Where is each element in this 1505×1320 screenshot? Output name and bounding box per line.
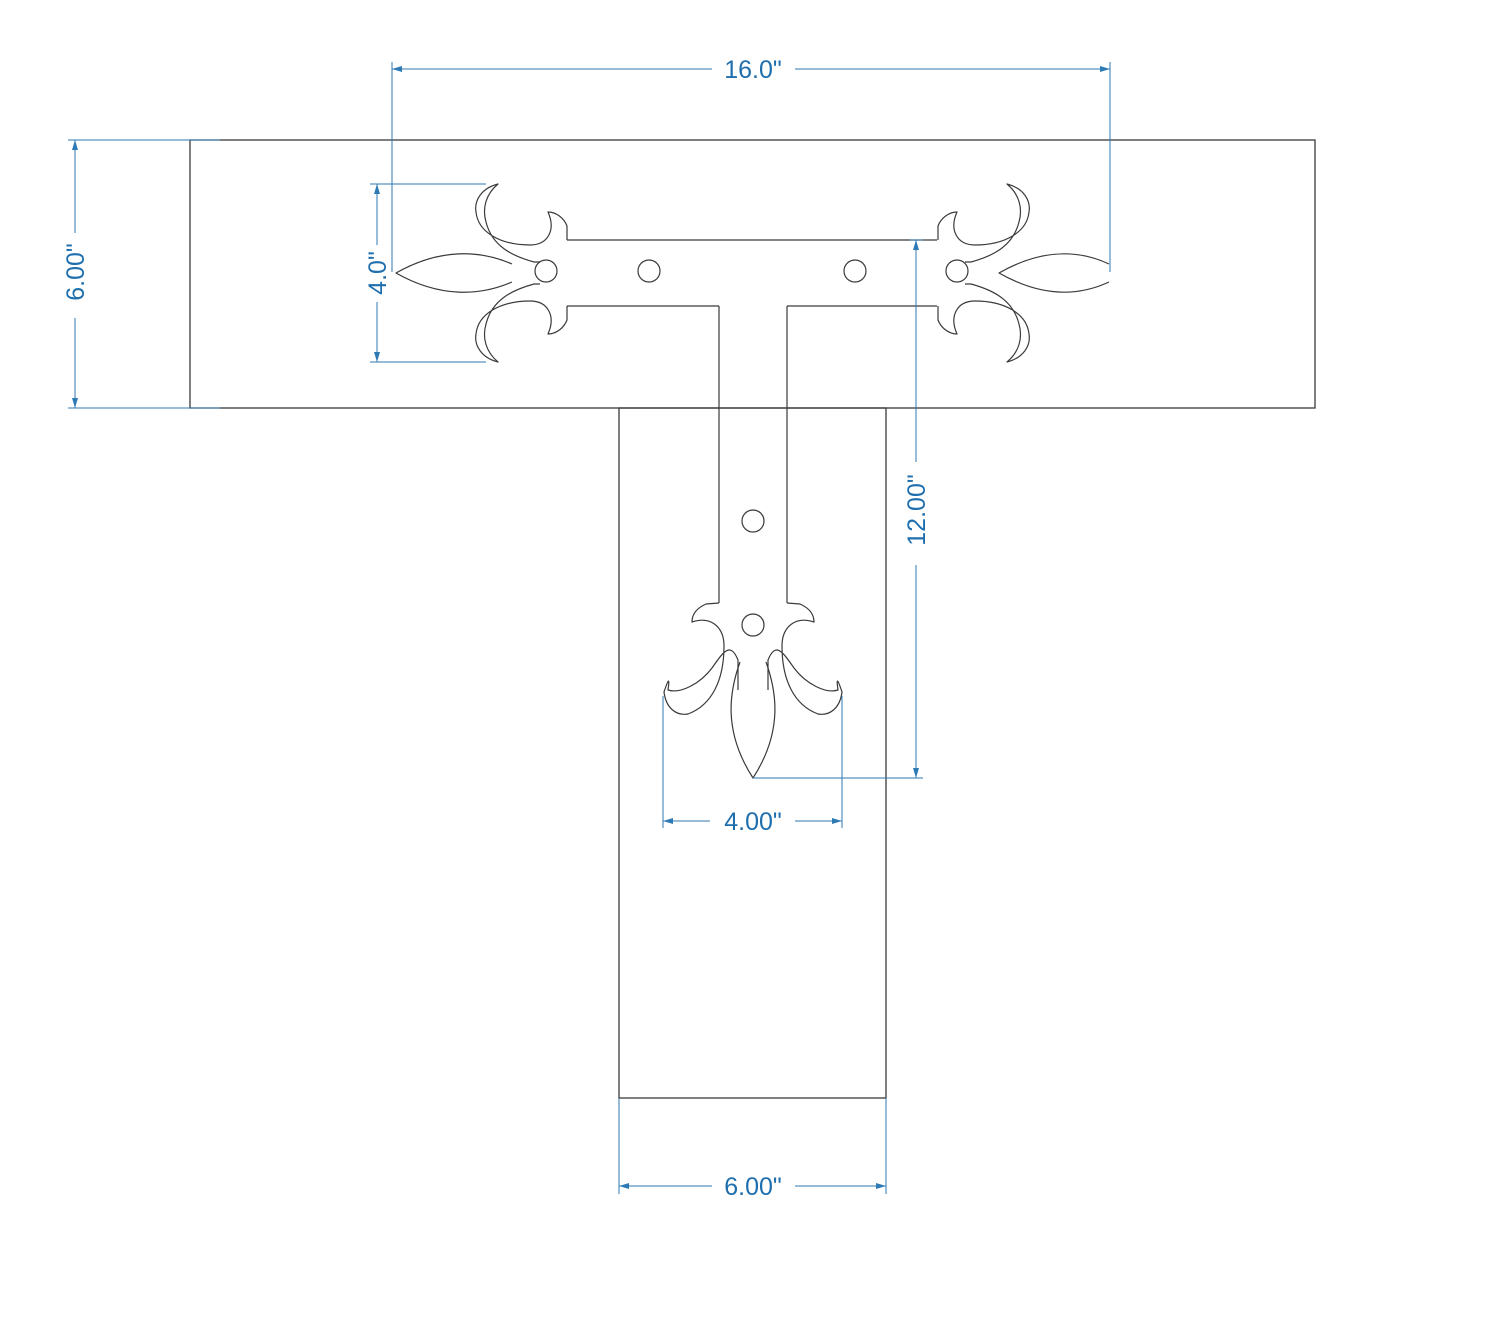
dimension-board-width: 6.00" bbox=[618, 1098, 887, 1201]
screw-hole bbox=[945, 259, 969, 283]
dimension-top-height: 6.00" bbox=[62, 139, 220, 409]
left-finial bbox=[395, 183, 568, 363]
dimension-overall-width: 16.0" bbox=[391, 56, 1111, 272]
screw-hole bbox=[741, 509, 765, 533]
dimension-label-finial-width: 4.00" bbox=[724, 808, 782, 836]
top-board bbox=[189, 139, 1316, 409]
screw-hole bbox=[637, 259, 661, 283]
bottom-finial bbox=[663, 602, 843, 779]
vertical-board bbox=[618, 407, 887, 1099]
screw-hole bbox=[534, 259, 558, 283]
dimension-label-overall-width: 16.0" bbox=[724, 56, 782, 84]
dimension-label-board-width: 6.00" bbox=[724, 1173, 782, 1201]
dimension-label-stem-length: 12.00" bbox=[903, 474, 931, 545]
screw-hole bbox=[843, 259, 867, 283]
dimension-leaf-height: 4.0" bbox=[364, 183, 486, 363]
dimension-label-leaf-height: 4.0" bbox=[364, 251, 392, 295]
dimension-finial-width: 4.00" bbox=[662, 696, 843, 836]
hinge-strap bbox=[567, 239, 937, 603]
right-finial bbox=[937, 183, 1110, 363]
screw-hole bbox=[741, 613, 765, 637]
dimension-label-top-height: 6.00" bbox=[62, 243, 90, 301]
dimension-stem-length: 12.00" bbox=[753, 239, 931, 779]
